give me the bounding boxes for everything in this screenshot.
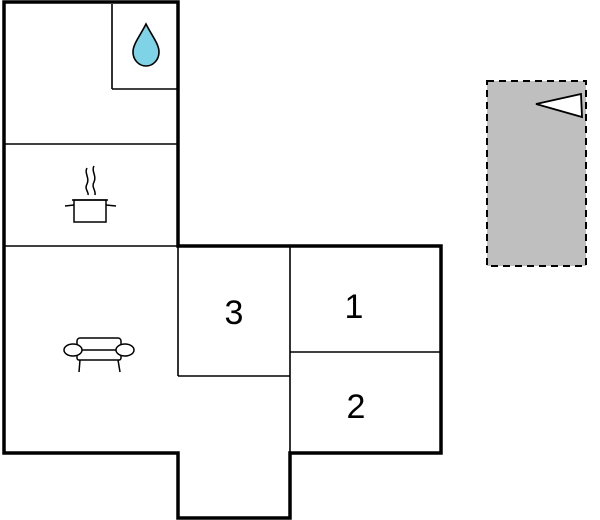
kitchen bbox=[64, 165, 117, 223]
sofa-icon bbox=[63, 337, 135, 373]
bathroom bbox=[132, 22, 160, 67]
bedroom-2-label: 2 bbox=[347, 388, 366, 426]
bedroom-1-label: 1 bbox=[345, 288, 364, 326]
living-room bbox=[63, 337, 135, 373]
terrace bbox=[486, 80, 587, 267]
outer-walls bbox=[2, 0, 443, 520]
bedroom-3-label: 3 bbox=[225, 294, 244, 332]
triangle-marker-icon bbox=[535, 92, 583, 119]
water-drop-icon bbox=[132, 22, 160, 67]
interior-walls bbox=[4, 4, 441, 453]
cooking-pot-icon bbox=[64, 165, 117, 223]
